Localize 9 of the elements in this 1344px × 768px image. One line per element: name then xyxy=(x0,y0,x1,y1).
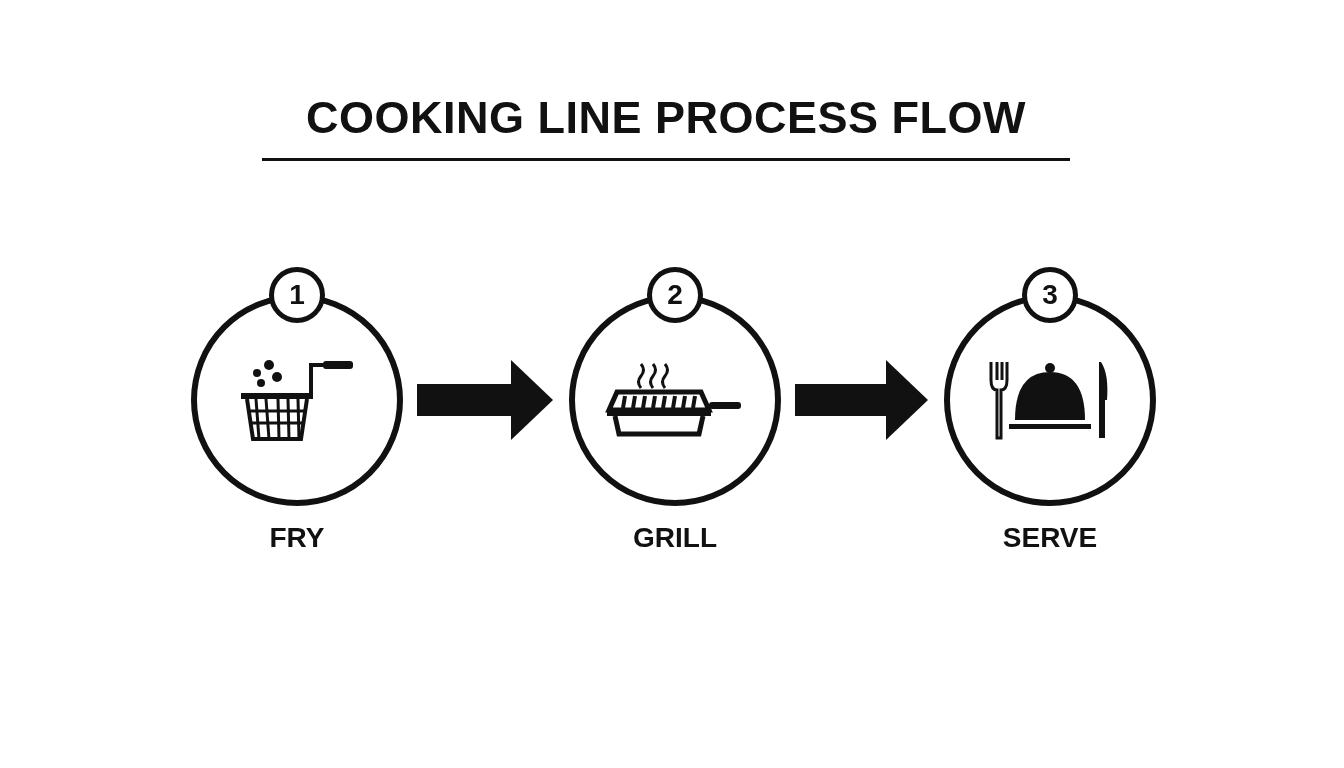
block-arrow xyxy=(795,360,928,440)
step-label: SERVE xyxy=(1002,522,1098,554)
step-number: 2 xyxy=(647,267,703,323)
step-number: 3 xyxy=(1022,267,1078,323)
step-label: FRY xyxy=(269,522,325,554)
step-number: 1 xyxy=(269,267,325,323)
step-label: GRILL xyxy=(633,522,717,554)
block-arrow xyxy=(417,360,553,440)
title: COOKING LINE PROCESS FLOW xyxy=(305,92,1027,144)
